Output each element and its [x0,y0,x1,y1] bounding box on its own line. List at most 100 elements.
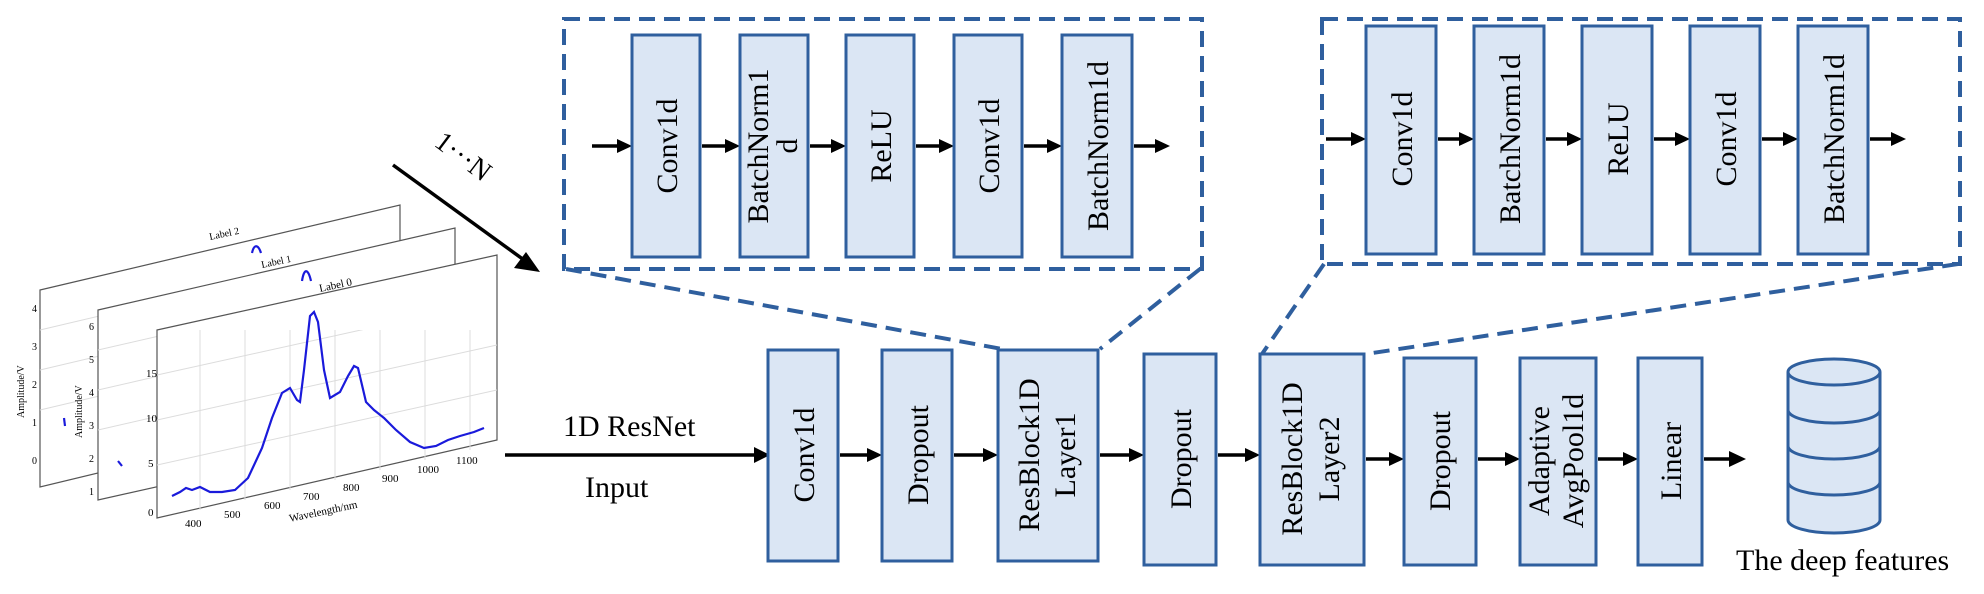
x-tick: 500 [224,509,241,521]
dropout-block-2: Dropout [1142,352,1218,567]
arrow [1326,132,1366,146]
resblock1-batchnorm-block: BatchNorm1 d [738,33,810,259]
arrow [1598,452,1638,466]
input-spectra-plot: 4 3 2 1 0 Amplitude/V Label 2 6 5 4 3 2 … [16,204,498,530]
x-tick: 400 [185,518,202,530]
arrow [840,448,882,462]
database-icon [1786,357,1882,535]
expansion-guide-line [565,267,1003,351]
arrow [1100,448,1144,462]
resblock1-relu-block: ReLU [844,33,916,259]
y-tick: 2 [32,380,37,391]
arrow [1546,132,1582,146]
x-tick: 800 [343,482,360,494]
svg-text:Conv1d: Conv1d [788,407,821,502]
svg-text:Layer1: Layer1 [1049,413,1082,498]
y-axis-label: Amplitude/V [16,364,27,418]
linear-block: Linear [1636,356,1704,567]
svg-text:d: d [771,139,804,154]
x-tick: 700 [303,491,320,503]
conv1d-block: Conv1d [766,348,840,563]
arrow [1438,132,1474,146]
arrow [916,139,954,153]
y-tick: 0 [148,507,154,519]
svg-text:ReLU: ReLU [865,109,898,183]
x-axis-label: Wavelength/nm [288,499,359,525]
input-label: Input [585,471,649,504]
adaptive-avgpool-block: Adaptive AvgPool1d [1518,356,1598,567]
svg-text:ReLU: ReLU [1602,102,1635,176]
svg-text:BatchNorm1: BatchNorm1 [742,69,775,224]
x-tick: 1100 [456,455,478,467]
y-tick: 2 [89,454,94,465]
arrow [1870,132,1906,146]
svg-text:Conv1d: Conv1d [651,98,684,193]
svg-text:BatchNorm1d: BatchNorm1d [1082,61,1115,231]
svg-text:BatchNorm1d: BatchNorm1d [1494,54,1527,224]
x-tick: 600 [264,500,281,512]
svg-text:Dropout: Dropout [902,404,935,505]
panel-label: Label 2 [208,226,240,243]
arrow [702,139,740,153]
arrow [1762,132,1798,146]
svg-text:Conv1d: Conv1d [973,98,1006,193]
resblock1-block: ResBlock1D Layer1 [996,348,1100,563]
y-tick: 4 [89,388,94,399]
expansion-guide-line [1098,267,1202,351]
resblock1-inner-flow: Conv1d BatchNorm1 d ReLU Conv1d BatchNor… [592,33,1170,259]
resblock2-batchnorm-block-2: BatchNorm1d [1796,24,1870,256]
x-tick: 1000 [417,464,440,476]
dropout-block-3: Dropout [1402,356,1478,567]
x-tick: 900 [382,473,399,485]
resblock1-expansion-box [562,17,1204,271]
resblock1-conv1d-block: Conv1d [630,33,702,259]
resblock2-block: ResBlock1D Layer2 [1258,352,1366,567]
y-tick: 0 [32,456,37,467]
arrow [1654,132,1690,146]
resblock2-conv1d-block-2: Conv1d [1688,24,1762,256]
dropout-block-1: Dropout [880,348,954,563]
arrow [1218,448,1260,462]
resblock1-batchnorm-block-2: BatchNorm1d [1060,33,1134,259]
resblock2-conv1d-block: Conv1d [1364,24,1438,256]
expansion-guide-line [1365,262,1959,356]
y-tick: 15 [146,368,158,380]
y-tick: 6 [89,322,94,333]
arrow [1024,139,1062,153]
svg-text:Dropout: Dropout [1424,410,1457,511]
arrow [1704,451,1746,467]
network-name: 1D ResNet [563,410,696,443]
resblock2-expansion-box [1320,17,1962,266]
y-tick: 1 [89,487,94,498]
svg-text:Linear: Linear [1655,422,1688,500]
svg-text:ResBlock1D: ResBlock1D [1013,378,1046,531]
resblock2-inner-flow: Conv1d BatchNorm1d ReLU Conv1d BatchNorm… [1326,24,1906,256]
count-label: 1···N [429,126,497,188]
svg-text:Dropout: Dropout [1165,408,1198,509]
arrow [954,448,998,462]
spectrum-curve [171,310,485,497]
arrow [1134,139,1170,153]
y-tick: 10 [146,413,158,425]
arrow [592,139,632,153]
output-label: The deep features [1736,544,1949,577]
svg-text:Conv1d: Conv1d [1710,91,1743,186]
y-tick: 1 [32,418,37,429]
svg-text:ResBlock1D: ResBlock1D [1276,382,1309,535]
svg-text:Adaptive: Adaptive [1523,406,1556,516]
y-tick: 3 [32,342,37,353]
y-tick: 5 [148,458,154,470]
y-axis-label: Amplitude/V [74,384,85,438]
resblock2-batchnorm-block: BatchNorm1d [1472,24,1546,256]
resblock1-conv1d-block-2: Conv1d [952,33,1024,259]
svg-text:Conv1d: Conv1d [1386,91,1419,186]
y-tick: 5 [89,355,94,366]
svg-text:Layer2: Layer2 [1313,417,1346,502]
expansion-guide-line [1260,262,1326,356]
resblock2-relu-block: ReLU [1580,24,1654,256]
stack-to-block-arrow [391,163,540,272]
arrow [1366,452,1404,466]
svg-text:AvgPool1d: AvgPool1d [1557,394,1590,528]
arrow [1478,452,1520,466]
